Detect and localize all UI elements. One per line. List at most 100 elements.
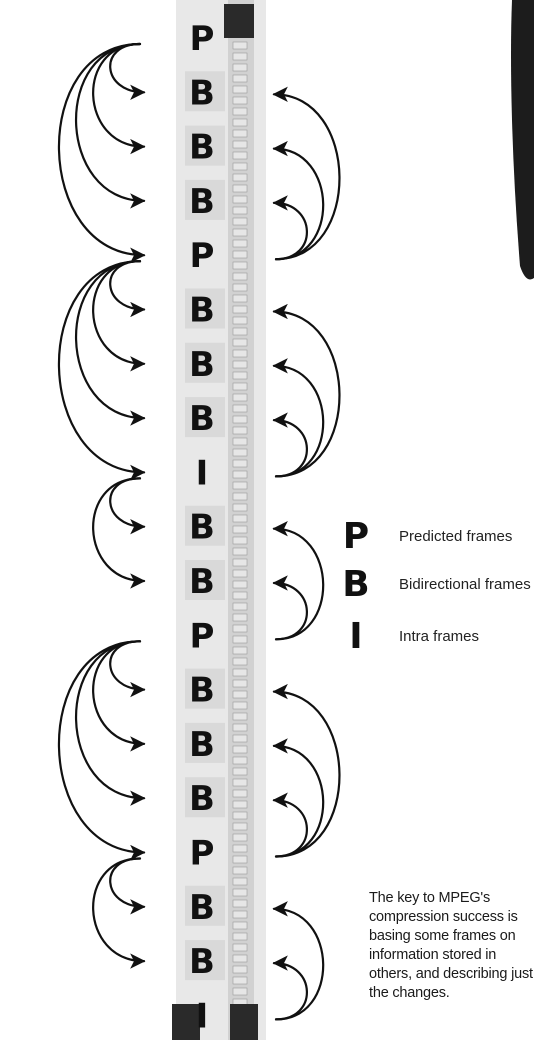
film-sprocket-hole	[232, 195, 248, 204]
forward-reference-arrow	[57, 260, 146, 481]
film-sprocket-hole	[232, 866, 248, 875]
film-sprocket-hole	[232, 635, 248, 644]
frame-b-letter: B	[189, 291, 215, 331]
film-sprocket-hole	[232, 987, 248, 996]
backward-reference-arrow	[272, 738, 325, 858]
film-sprocket-hole	[232, 877, 248, 886]
film-sprocket-hole	[232, 283, 248, 292]
frame-b-letter: B	[189, 182, 215, 222]
film-sprocket-hole	[232, 404, 248, 413]
forward-reference-arrow	[92, 260, 146, 372]
left-reference-arrows	[57, 42, 146, 969]
film-sprocket-hole	[232, 855, 248, 864]
film-sprocket-hole	[232, 822, 248, 831]
film-sprocket-hole	[232, 745, 248, 754]
film-sprocket-hole	[232, 118, 248, 127]
film-sprocket-hole	[232, 470, 248, 479]
frame-b-letter: B	[189, 562, 215, 602]
frame-b-letter: B	[189, 942, 215, 982]
film-sprocket-hole	[232, 217, 248, 226]
film-sprocket-hole	[232, 921, 248, 930]
film-sprocket-hole	[232, 250, 248, 259]
frame-highlight	[185, 125, 225, 166]
forward-reference-arrow	[92, 477, 146, 589]
film-sprocket-hole	[232, 811, 248, 820]
film-sprocket-hole	[232, 965, 248, 974]
film-sprocket-hole	[232, 910, 248, 919]
film-sprocket-hole	[232, 844, 248, 853]
film-sprocket-hole	[232, 778, 248, 787]
backward-reference-arrow	[272, 358, 325, 478]
film-sprocket-hole	[232, 437, 248, 446]
legend-b-label: Bidirectional frames	[399, 576, 531, 593]
film-sprocket-hole	[232, 602, 248, 611]
frame-highlight	[185, 560, 225, 600]
film-strip-bottom-left-block	[172, 1004, 200, 1040]
frame-highlight	[185, 777, 225, 818]
film-sprocket-hole	[232, 228, 248, 237]
frame-b-letter: B	[189, 128, 215, 168]
frame-b-letter: B	[189, 671, 215, 711]
forward-reference-arrow	[75, 640, 146, 806]
film-sprocket-hole	[232, 767, 248, 776]
film-sprocket-hole	[232, 327, 248, 336]
legend-i-icon: I	[349, 616, 362, 657]
decorative-smudge	[511, 0, 534, 280]
film-sprocket-hole	[232, 349, 248, 358]
film-sprocket-hole	[232, 888, 248, 897]
frame-highlight	[185, 288, 225, 329]
film-sprocket-hole	[232, 151, 248, 160]
film-sprocket-hole	[232, 503, 248, 512]
forward-reference-arrow	[92, 42, 146, 155]
frame-i-letter: I	[196, 996, 209, 1036]
film-sprocket-hole	[232, 932, 248, 941]
legend-b-icon: B	[342, 564, 369, 605]
frame-p-letter: P	[190, 236, 215, 276]
frame-b-letter: B	[189, 508, 215, 548]
film-sprocket-hole	[232, 74, 248, 83]
frame-highlight	[185, 179, 225, 220]
film-sprocket-hole	[232, 679, 248, 688]
film-sprocket-hole	[232, 558, 248, 567]
forward-reference-arrow	[75, 42, 146, 209]
backward-reference-arrow	[272, 683, 341, 858]
frame-p-letter: P	[190, 616, 215, 656]
frame-highlight	[185, 505, 225, 546]
backward-reference-arrow	[272, 86, 341, 261]
film-sprocket-hole	[232, 305, 248, 314]
frame-b-letter: B	[189, 888, 215, 928]
legend-p-icon: P	[343, 516, 369, 557]
film-sprocket-hole	[232, 459, 248, 468]
film-sprocket-hole	[232, 613, 248, 622]
film-sprockets	[232, 41, 248, 1007]
backward-reference-arrow	[272, 521, 325, 641]
caption-text: The key to MPEG's compression success is…	[369, 890, 533, 1001]
forward-reference-arrow	[75, 260, 146, 426]
frame-highlight	[185, 940, 225, 981]
backward-reference-arrow	[272, 901, 325, 1021]
frame-highlight	[185, 71, 225, 112]
film-sprocket-hole	[232, 448, 248, 457]
frame-highlight	[185, 722, 225, 763]
film-sprocket-hole	[232, 338, 248, 347]
film-sprocket-hole	[232, 382, 248, 391]
backward-reference-arrow	[272, 792, 308, 858]
frame-p-letter: P	[190, 19, 215, 59]
film-sprocket-hole	[232, 591, 248, 600]
film-strip-top-block	[224, 4, 254, 38]
film-sprocket-hole	[232, 206, 248, 215]
frame-highlight	[185, 397, 225, 438]
film-sprocket-hole	[232, 41, 248, 50]
frame-b-letter: B	[189, 73, 215, 113]
film-sprocket-hole	[232, 129, 248, 138]
film-sprocket-hole	[232, 712, 248, 721]
film-sprocket-hole	[232, 789, 248, 798]
film-sprocket-hole	[232, 140, 248, 149]
backward-reference-arrow	[272, 303, 341, 478]
frame-highlight	[185, 668, 225, 709]
film-strip-bottom-right-block	[230, 1004, 258, 1040]
film-sprocket-hole	[232, 833, 248, 842]
